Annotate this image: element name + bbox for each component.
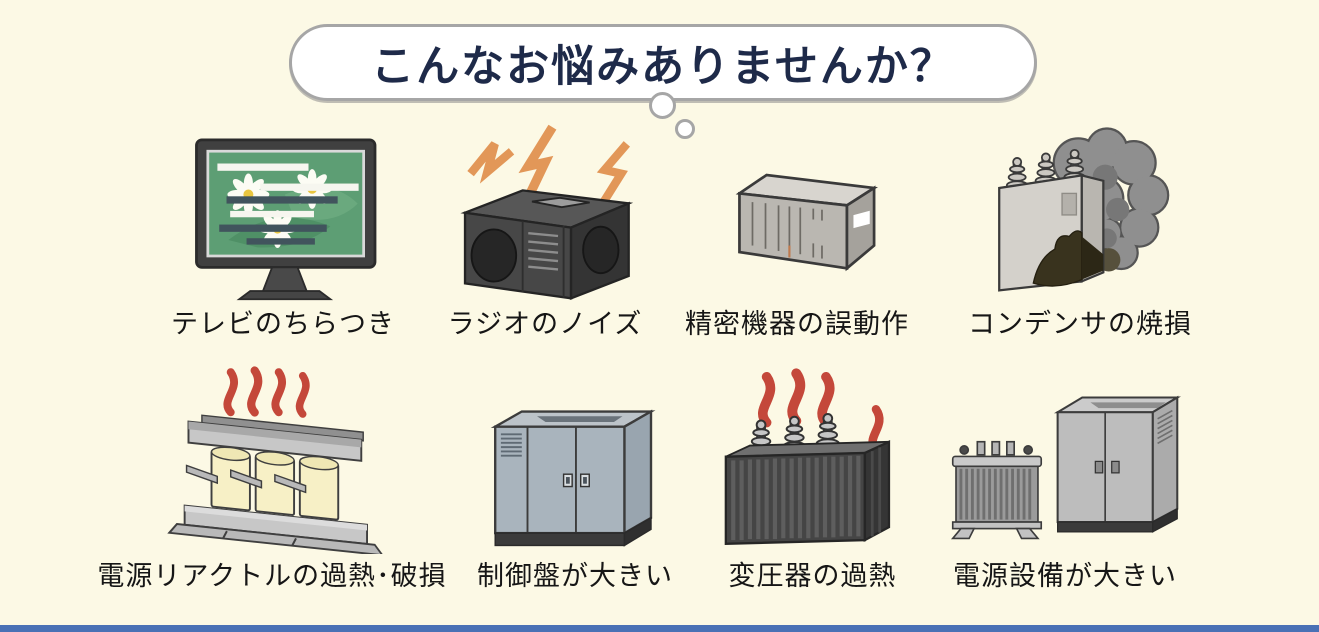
item-label: 電源設備が大きい [953, 560, 1177, 591]
tv-flicker-icon [195, 138, 377, 301]
bottom-accent-bar [0, 625, 1319, 632]
precision-equipment-icon [735, 173, 878, 272]
item-reactor-overheat: 電源リアクトルの過熱･破損 [92, 362, 452, 592]
speech-bubble: こんなお悩みありませんか？ [289, 24, 1037, 101]
item-precision-malfunction: 精密機器の誤動作 [682, 150, 912, 340]
item-label: 電源リアクトルの過熱･破損 [97, 560, 447, 591]
overheating-reactor-icon [167, 362, 385, 554]
item-label: コンデンサの焼損 [968, 308, 1192, 339]
item-control-panel-size: 制御盤が大きい [460, 402, 690, 592]
item-power-equipment-size: 電源設備が大きい [925, 386, 1205, 592]
overheating-transformer-icon [724, 364, 891, 545]
item-radio-noise: ラジオのノイズ [430, 116, 660, 340]
thought-dot-small-icon [675, 119, 695, 139]
item-label: 精密機器の誤動作 [685, 308, 909, 339]
power-equipment-icon [950, 395, 1181, 540]
item-capacitor-burnout: コンデンサの焼損 [955, 118, 1205, 340]
item-label: ラジオのノイズ [447, 308, 643, 339]
item-label: テレビのちらつき [171, 308, 395, 339]
thought-dot-large-icon [649, 92, 676, 119]
headline: こんなお悩みありませんか？ [371, 42, 955, 91]
radio-noise-icon [460, 124, 634, 300]
item-tv-flicker: テレビのちらつき [160, 138, 406, 340]
item-label: 変圧器の過熱 [728, 560, 897, 591]
item-label: 制御盤が大きい [477, 560, 673, 591]
burnt-capacitor-icon [998, 127, 1170, 292]
control-panel-icon [490, 409, 656, 547]
item-transformer-overheat: 変圧器の過熱 [700, 364, 925, 592]
